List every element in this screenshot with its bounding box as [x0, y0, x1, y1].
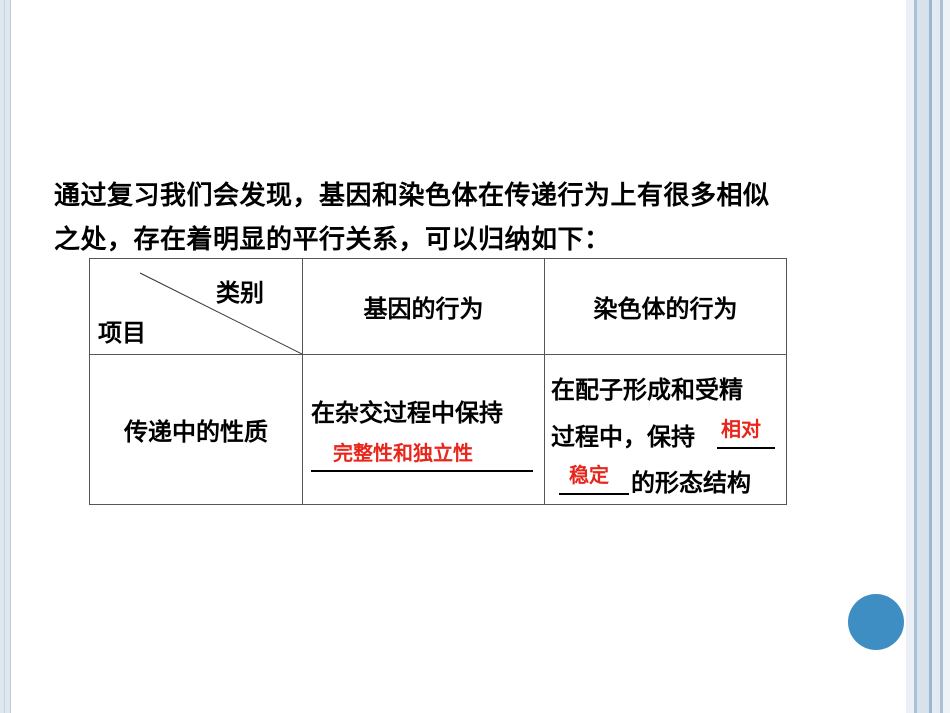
- chromosome-answer-blank-1: [717, 447, 775, 449]
- table-header-row: 类别 项目 基因的行为 染色体的行为: [89, 258, 787, 355]
- intro-line-2: 之处，存在着明显的平行关系，可以归纳如下：: [54, 225, 611, 255]
- accent-circle: [848, 594, 904, 650]
- gene-answer-blank: [311, 470, 533, 472]
- gene-statement: 在杂交过程中保持: [311, 399, 503, 427]
- corner-category-label: 类别: [216, 279, 264, 307]
- gene-answer: 完整性和独立性: [333, 441, 473, 465]
- chromosome-statement-line-2: 过程中，保持: [551, 423, 695, 451]
- header-chromosome-behavior: 染色体的行为: [544, 258, 787, 355]
- chromosome-statement-line-3: 的形态结构: [631, 469, 751, 497]
- slide-frame-left: [0, 0, 11, 713]
- chromosome-answer-blank-2: [559, 493, 629, 495]
- header-gene-behavior: 基因的行为: [302, 258, 545, 355]
- row-label-transmission-property: 传递中的性质: [89, 354, 303, 505]
- intro-line-1: 通过复习我们会发现，基因和染色体在传递行为上有很多相似: [54, 181, 770, 211]
- chromosome-answer-1: 相对: [721, 417, 761, 441]
- chromosome-statement-line-1: 在配子形成和受精: [551, 376, 743, 404]
- intro-paragraph: 通过复习我们会发现，基因和染色体在传递行为上有很多相似 之处，存在着明显的平行关…: [54, 174, 854, 262]
- chromosome-behavior-cell: 在配子形成和受精 过程中，保持 相对 稳定 的形态结构: [544, 354, 787, 505]
- comparison-table: 类别 项目 基因的行为 染色体的行为 传递中的性质 在杂交过程中保持 完整性和独…: [89, 258, 787, 505]
- slide-frame-right: [906, 0, 950, 713]
- gene-behavior-cell: 在杂交过程中保持 完整性和独立性: [302, 354, 545, 505]
- corner-item-label: 项目: [98, 319, 146, 347]
- diagonal-line: [139, 272, 302, 354]
- chromosome-answer-2: 稳定: [569, 463, 609, 487]
- table-row: 传递中的性质 在杂交过程中保持 完整性和独立性 在配子形成和受精 过程中，保持 …: [89, 354, 787, 505]
- corner-header-cell: 类别 项目: [89, 258, 303, 355]
